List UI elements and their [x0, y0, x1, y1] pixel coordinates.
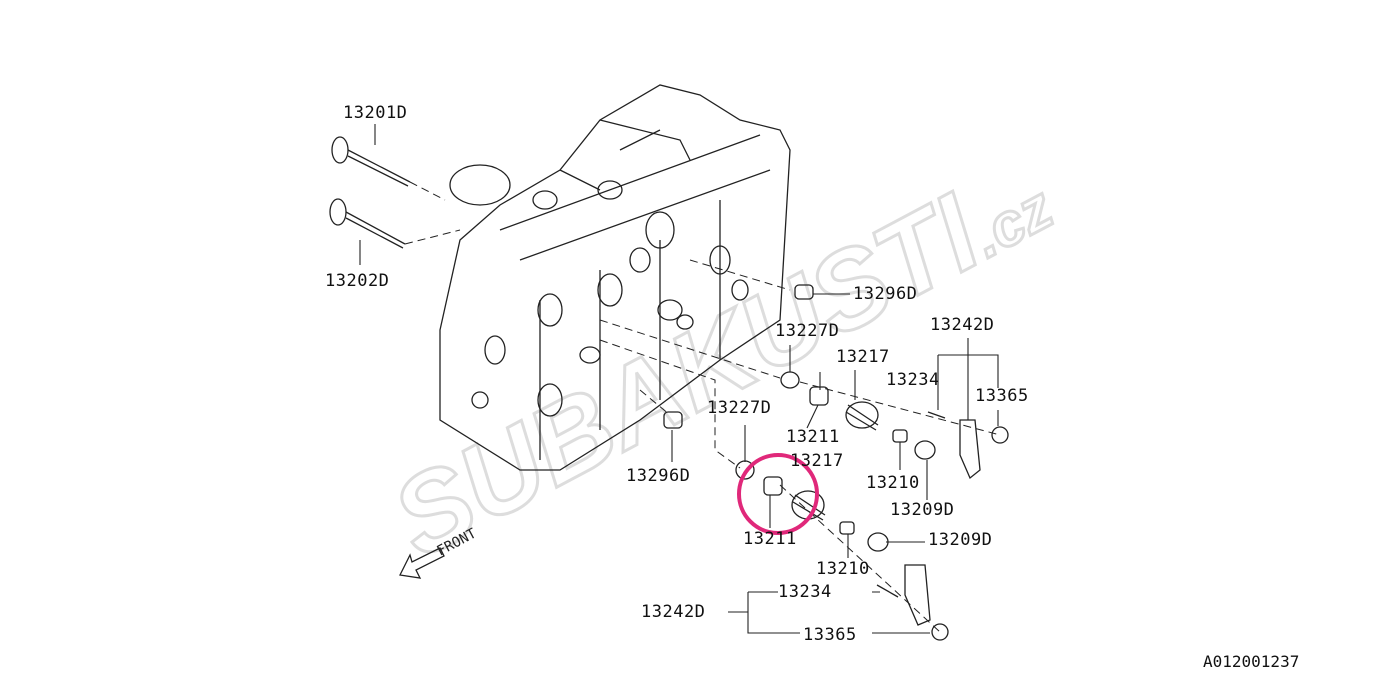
- part-label-13211[interactable]: 13211: [743, 529, 797, 549]
- part-label-13211[interactable]: 13211: [786, 427, 840, 447]
- part-label-13365[interactable]: 13365: [975, 386, 1029, 406]
- part-label-13227D[interactable]: 13227D: [707, 398, 772, 418]
- part-label-13209D[interactable]: 13209D: [890, 500, 955, 520]
- part-label-13296D[interactable]: 13296D: [853, 284, 918, 304]
- part-label-13210[interactable]: 13210: [816, 559, 870, 579]
- part-label-13296D[interactable]: 13296D: [626, 466, 691, 486]
- part-label-13210[interactable]: 13210: [866, 473, 920, 493]
- part-label-13217[interactable]: 13217: [836, 347, 890, 367]
- part-label-13209D[interactable]: 13209D: [928, 530, 993, 550]
- part-label-13234[interactable]: 13234: [778, 582, 832, 602]
- part-label-13242D[interactable]: 13242D: [641, 602, 706, 622]
- part-label-13201D[interactable]: 13201D: [343, 103, 408, 123]
- watermark: SUBAKUSTI.cz: [374, 134, 1069, 581]
- part-label-13227D[interactable]: 13227D: [775, 321, 840, 341]
- part-label-13242D[interactable]: 13242D: [930, 315, 995, 335]
- part-label-13217[interactable]: 13217: [790, 451, 844, 471]
- part-label-13365[interactable]: 13365: [803, 625, 857, 645]
- part-label-13202D[interactable]: 13202D: [325, 271, 390, 291]
- part-label-13234[interactable]: 13234: [886, 370, 940, 390]
- diagram-reference-code: A012001237: [1203, 652, 1300, 671]
- highlight-circle: [737, 453, 819, 535]
